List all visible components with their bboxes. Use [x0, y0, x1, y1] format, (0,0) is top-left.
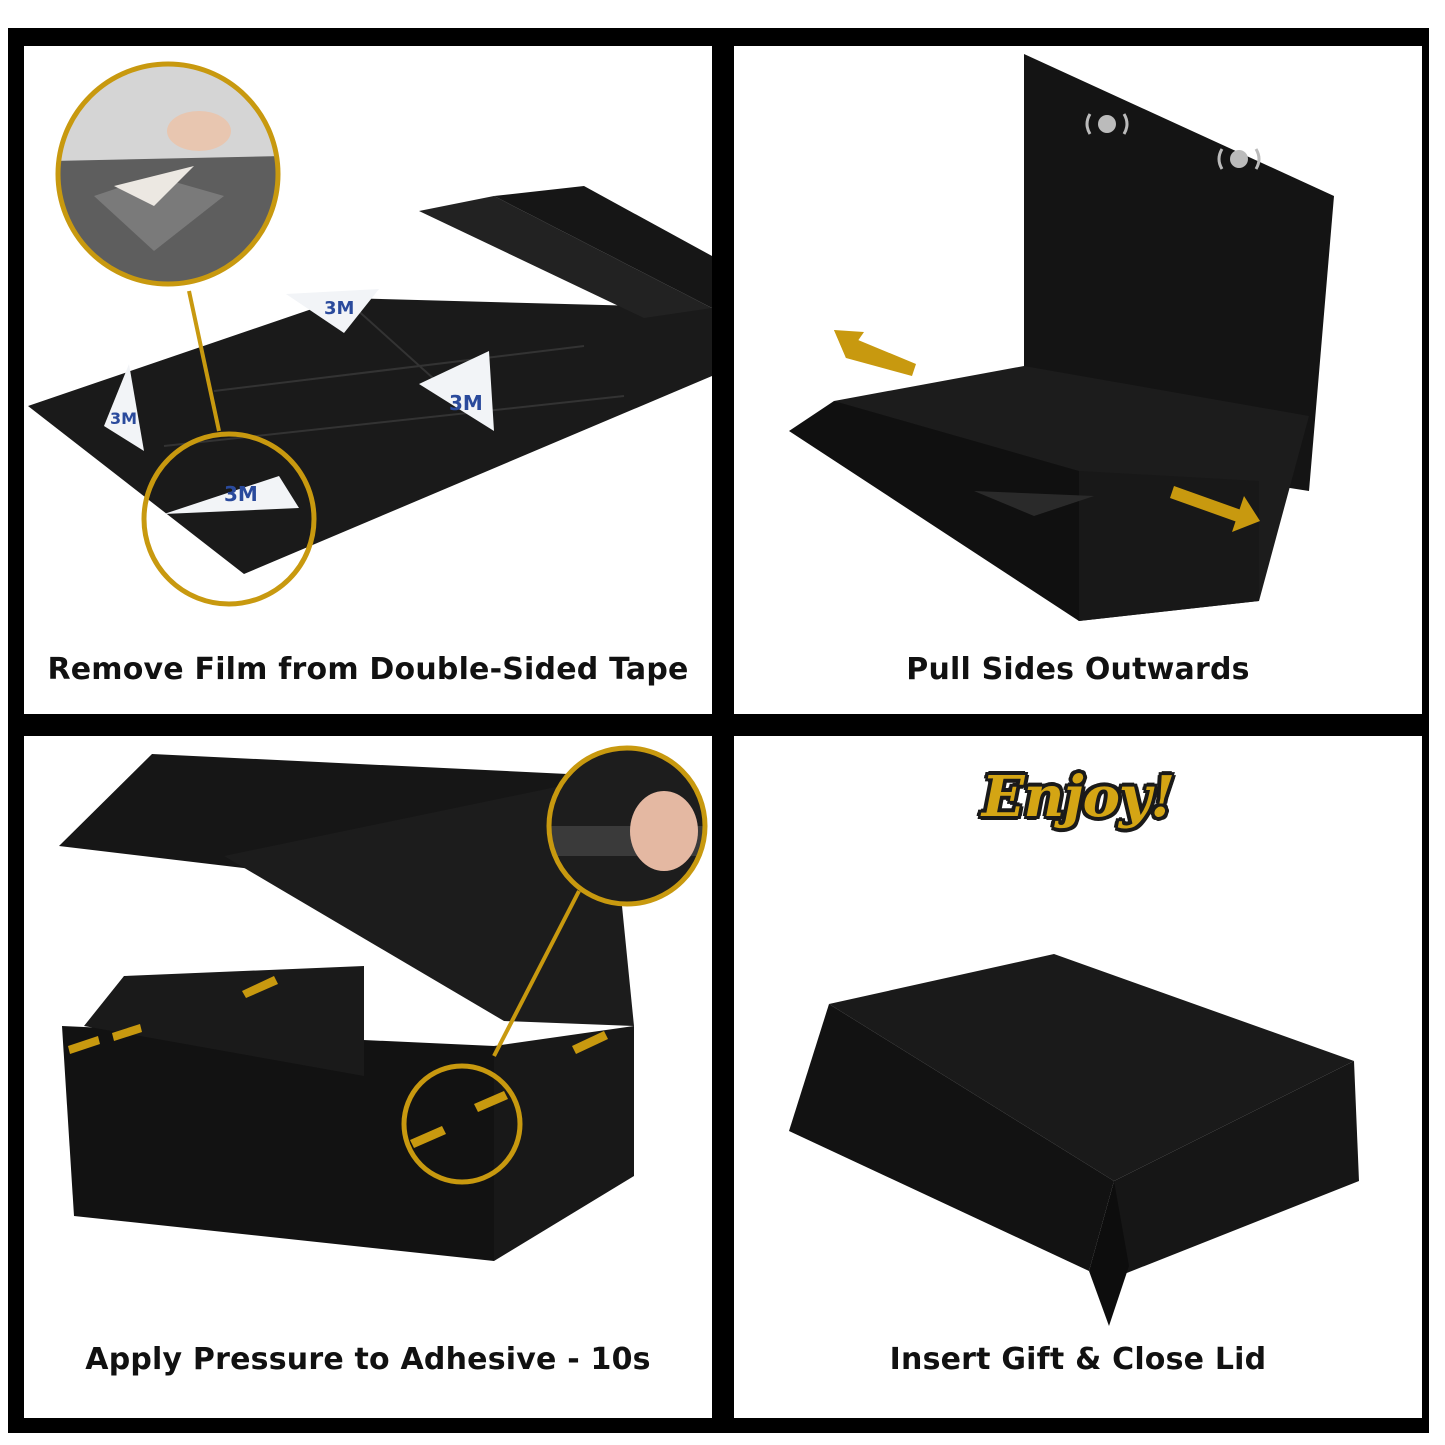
arrow-icon	[112, 1024, 142, 1041]
box-back-panel	[224, 776, 634, 1026]
highlight-circle	[401, 1063, 523, 1185]
arrow-icon	[474, 1091, 508, 1112]
tape-triangle: 3M	[419, 351, 494, 431]
svg-text:3M: 3M	[324, 298, 354, 319]
step-panel-pull-sides: Pull Sides Outwards	[734, 46, 1422, 714]
highlight-circle	[141, 431, 317, 607]
box-front	[62, 1026, 494, 1261]
callout-line	[187, 290, 221, 432]
tape-triangle: 3M	[164, 476, 299, 514]
svg-text:3M: 3M	[224, 482, 258, 506]
hand-shape	[630, 791, 698, 871]
callout-line	[492, 890, 581, 1057]
open-box-illustration	[789, 54, 1334, 621]
arrow-icon	[572, 1031, 608, 1054]
svg-text:3M: 3M	[449, 391, 483, 415]
flat-box-illustration: 3M 3M 3M 3M	[28, 61, 712, 607]
svg-text:3M: 3M	[110, 409, 137, 428]
step-caption: Apply Pressure to Adhesive - 10s	[85, 1342, 651, 1377]
step-caption: Insert Gift & Close Lid	[889, 1342, 1267, 1377]
arrow-icon	[410, 1126, 446, 1148]
magnet-icon	[1217, 148, 1261, 170]
step-caption: Remove Film from Double-Sided Tape	[47, 652, 689, 687]
box-assembly-illustration	[59, 745, 708, 1261]
arrow-right-icon	[1170, 486, 1260, 532]
tape-triangle: 3M	[104, 364, 144, 451]
box-front	[1079, 471, 1259, 621]
box-side	[494, 1026, 634, 1261]
arrow-icon	[242, 976, 278, 998]
box-front	[789, 1004, 1114, 1271]
box-side	[1099, 1061, 1359, 1284]
step-panel-apply-pressure: Apply Pressure to Adhesive - 10s	[24, 736, 712, 1418]
box-side-left	[789, 401, 1079, 621]
zoom-inset	[546, 745, 708, 907]
arrow-icon	[68, 1036, 100, 1054]
closed-box-illustration	[789, 954, 1359, 1326]
enjoy-logo: Enjoy!	[981, 764, 1175, 830]
box-flap-edge	[494, 186, 712, 308]
step-caption: Pull Sides Outwards	[906, 652, 1250, 687]
hand-shape	[167, 111, 231, 151]
zoom-inset	[55, 61, 281, 287]
magnet-icon	[1085, 113, 1129, 135]
box-flap	[419, 196, 712, 318]
arrow-left-icon	[834, 330, 916, 376]
tape-triangle: 3M	[286, 289, 379, 333]
step-panel-close-lid: Enjoy! Insert Gift & Close Lid	[734, 736, 1422, 1418]
step-panel-remove-film: 3M 3M 3M 3M Remove Film	[24, 46, 712, 714]
box-top	[829, 954, 1354, 1181]
